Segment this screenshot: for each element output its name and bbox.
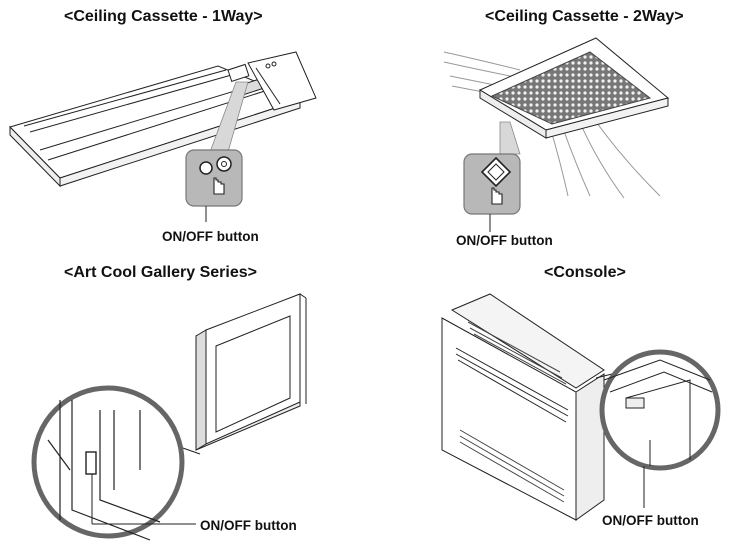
onoff-switch-icon [625,397,645,409]
title-ceiling-cassette-2way: <Ceiling Cassette - 2Way> [485,8,684,25]
onoff-label-ceiling-1way: ON/OFF button [162,229,259,244]
callout-ceiling-cassette-2way [463,153,521,215]
art-cool-gallery-unit [195,293,307,451]
title-ceiling-cassette-1way: <Ceiling Cassette - 1Way> [64,8,263,25]
title-console: <Console> [544,264,626,281]
ceiling-cassette-1way-unit [9,51,317,188]
onoff-switch-icon [85,451,97,475]
hand-pointer-icon [491,187,503,205]
hand-pointer-icon [213,177,225,195]
onoff-label-console: ON/OFF button [602,513,699,528]
ceiling-cassette-2way-unit [478,37,670,139]
title-art-cool-gallery: <Art Cool Gallery Series> [64,264,257,281]
callout-leader [499,121,521,155]
zoom-circle-console [595,349,721,508]
onoff-label-ceiling-2way: ON/OFF button [456,233,553,248]
zoom-circle-gallery [31,385,201,541]
onoff-label-art-cool-gallery: ON/OFF button [200,518,297,533]
console-unit [441,293,605,521]
